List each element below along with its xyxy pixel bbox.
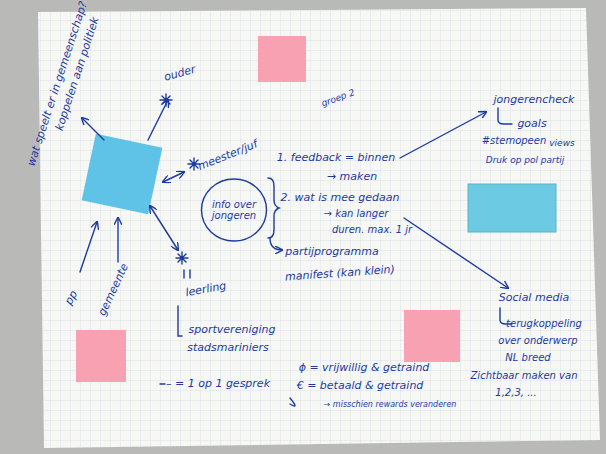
handwritten-note: Social media — [499, 292, 569, 305]
node-text: info over jongeren — [208, 199, 260, 221]
handwritten-note: → maken — [327, 171, 377, 184]
handwritten-note: duren. max. 1 jr — [332, 224, 412, 236]
handwritten-note: Zichtbaar maken van — [471, 370, 578, 382]
handwritten-note: #stemopeen — [482, 135, 547, 147]
handwritten-note: 2. wat is mee gedaan — [281, 192, 400, 205]
handwritten-note: 1. feedback = binnen — [277, 152, 395, 165]
handwritten-note: terugkoppeling — [506, 318, 582, 330]
handwritten-note: stadsmariniers — [187, 342, 269, 355]
handwritten-note: – = 1 op 1 gesprek — [166, 378, 270, 391]
handwritten-note: → misschien rewards veranderen — [324, 400, 457, 409]
handwritten-note: → kan langer — [324, 208, 389, 220]
circle-node: info over jongeren — [200, 176, 268, 244]
handwritten-note: 1,2,3, ... — [495, 387, 536, 399]
handwritten-note: sportvereniging — [189, 324, 276, 337]
handwritten-note: NL breed — [505, 352, 550, 364]
handwritten-note: jongerencheck — [494, 94, 575, 107]
handwritten-note: € = betaald & getraind — [297, 380, 424, 393]
handwritten-note: ϕ = vrijwillig & getraind — [299, 362, 430, 375]
handwritten-note: over onderwerp — [498, 335, 577, 347]
handwritten-note: partijprogramma — [285, 246, 378, 259]
handwritten-note: goals — [517, 118, 546, 131]
handwritten-note: Druk op pol partij — [486, 155, 565, 165]
handwritten-note: views — [549, 138, 574, 148]
